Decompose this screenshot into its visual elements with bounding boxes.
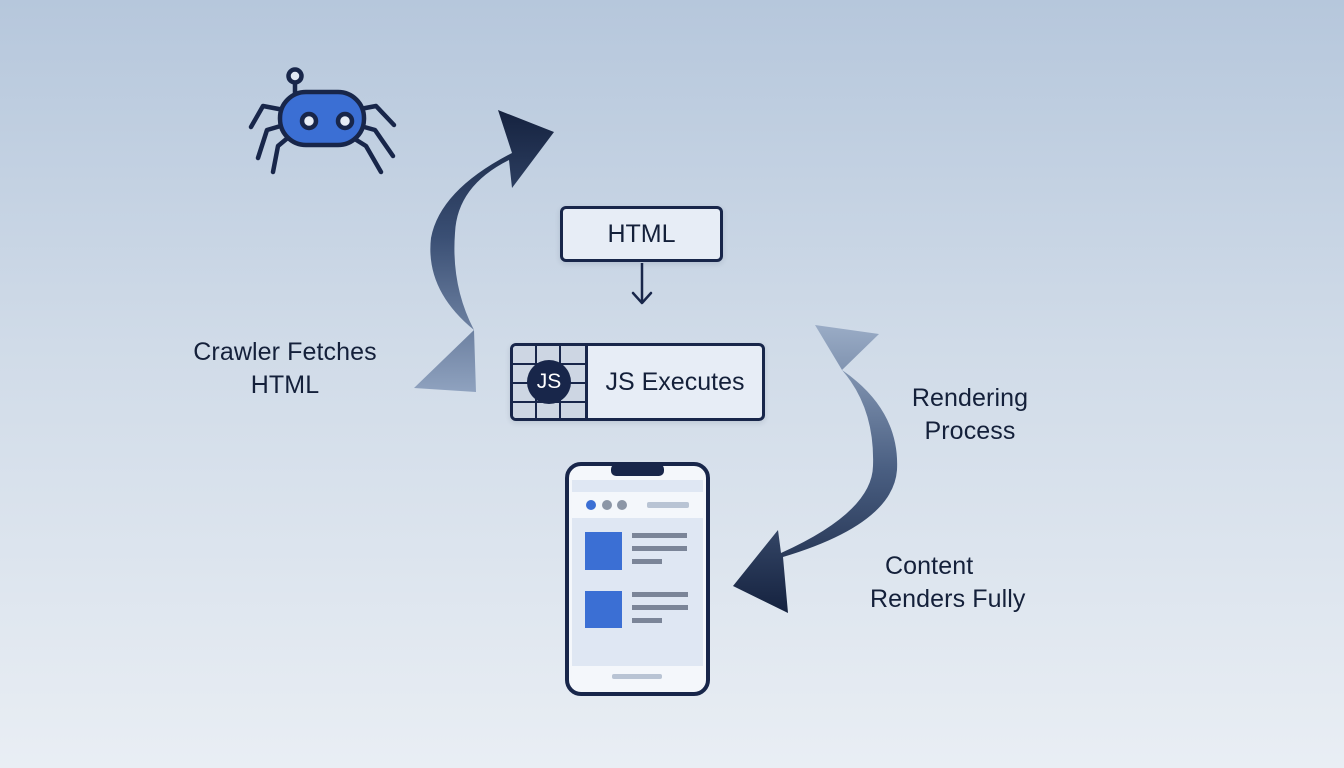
phone-notch [611, 464, 664, 476]
content-block-1 [585, 532, 687, 570]
crawler-fetches-label: Crawler Fetches HTML [165, 336, 405, 402]
content-renders-label: Content Renders Fully [870, 550, 1070, 616]
js-badge: JS [527, 360, 571, 404]
spider-bot-icon [248, 67, 397, 175]
js-executes-box: JS JS Executes [510, 343, 765, 421]
html-box-label: HTML [607, 219, 676, 248]
rendering-label-line-2: Process [924, 417, 1016, 445]
rendering-label-line-1: Rendering [911, 384, 1029, 412]
left-cycle-arrow [414, 110, 554, 392]
home-indicator [612, 674, 662, 679]
smartphone-icon [565, 462, 710, 696]
html-box: HTML [560, 206, 723, 262]
js-grid-icon: JS [513, 346, 588, 418]
js-executes-label: JS Executes [605, 367, 745, 396]
crawler-label-line-2: HTML [250, 371, 320, 399]
rendering-process-label: Rendering Process [890, 382, 1050, 448]
right-cycle-arrow [733, 325, 898, 613]
crawler-label-line-1: Crawler Fetches [193, 338, 377, 366]
html-to-js-arrow [631, 263, 653, 305]
content-label-line-2: Renders Fully [870, 585, 1026, 613]
content-label-line-1: Content [885, 552, 974, 580]
content-block-2 [585, 591, 688, 628]
